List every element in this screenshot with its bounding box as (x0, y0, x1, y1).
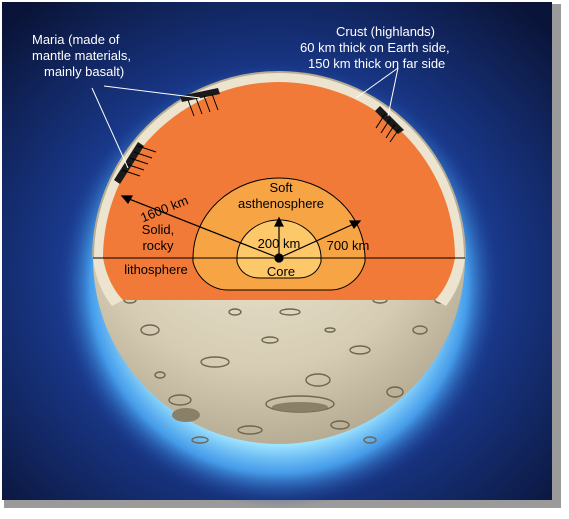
maria-hatching (121, 93, 400, 177)
radius-700-arrowhead (348, 220, 362, 230)
crust-label-line2: 60 km thick on Earth side, (300, 40, 450, 55)
radius-200-arrowhead (274, 216, 284, 227)
radius-700-label: 700 km (327, 238, 370, 253)
crust-lower-band (93, 258, 123, 306)
maria-label-line1: Maria (made of (32, 32, 120, 47)
center-dot (274, 253, 284, 263)
radius-1600-arrowhead (120, 195, 134, 205)
lithosphere-label-line2: rocky (142, 238, 174, 253)
maria-top (180, 88, 220, 102)
crust-label-line3: 150 km thick on far side (308, 56, 445, 71)
crust-lower-band-right (435, 258, 465, 306)
maria-label-line2: mantle materials, (32, 48, 131, 63)
lithosphere-layer (103, 82, 455, 258)
leader-lines (91, 67, 399, 169)
crust-label-line1: Crust (highlands) (336, 24, 435, 39)
maria-patches (114, 88, 404, 184)
radius-1600-line (123, 196, 280, 259)
radius-700-line (278, 221, 359, 259)
moon-surface (93, 258, 465, 444)
crater-dark (172, 408, 200, 422)
radius-arrows (120, 195, 362, 263)
panel-bevel-right (552, 4, 561, 500)
lower-hemisphere (93, 258, 465, 444)
asthenosphere-label-line1: Soft (269, 180, 293, 195)
radius-200-label: 200 km (258, 236, 301, 251)
asthenosphere-label-line2: asthenosphere (238, 196, 324, 211)
core-label: Core (267, 264, 295, 279)
maria-label-line3: mainly basalt) (44, 64, 124, 79)
lithosphere-label-line3: lithosphere (124, 262, 188, 277)
lithosphere-label-line1: Solid, (142, 222, 175, 237)
outer-labels: Maria (made of mantle materials, mainly … (32, 24, 450, 79)
upper-cutaway (92, 71, 466, 258)
crater-large-shadow (272, 402, 328, 412)
